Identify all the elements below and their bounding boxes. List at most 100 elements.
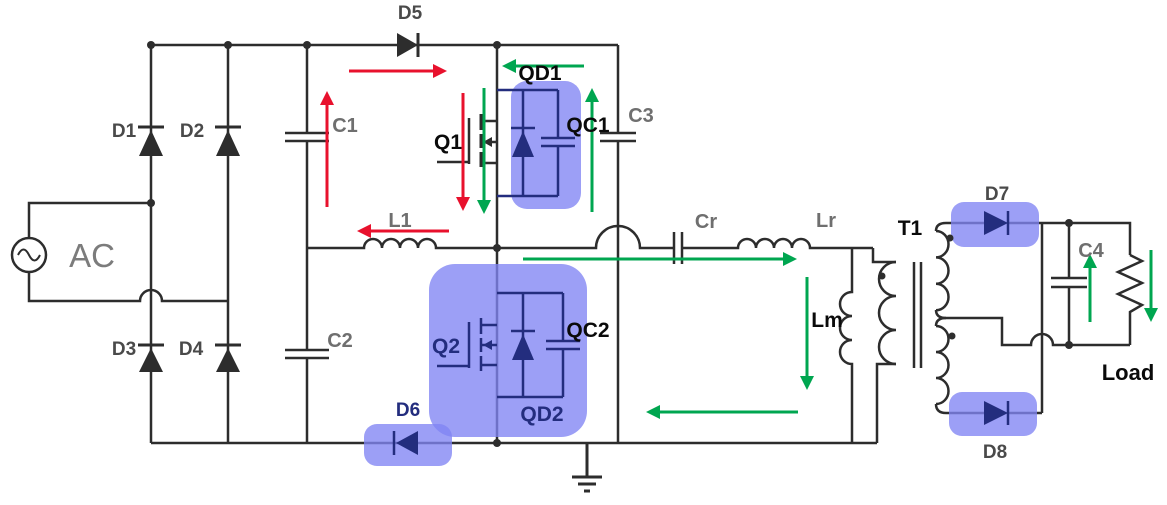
green-arrow-up-c4	[1083, 254, 1097, 322]
d6-label: D6	[396, 400, 420, 421]
node-dot	[147, 199, 155, 207]
diode-d2	[215, 125, 241, 156]
output-top-wire	[1008, 221, 1132, 255]
q1-body-arrow	[483, 137, 492, 147]
qd1-label: QD1	[518, 62, 562, 85]
lm-label: Lm	[811, 309, 843, 332]
red-arrow-down-q1	[456, 93, 470, 211]
mid-rail-right	[682, 237, 873, 250]
load-label: Load	[1102, 360, 1155, 385]
node-dot	[493, 439, 501, 447]
diode-d8	[984, 401, 1010, 425]
t1-label: T1	[898, 217, 923, 240]
c3-plates	[600, 131, 636, 143]
d4-triangle	[216, 348, 240, 372]
body-diode-qd2	[497, 291, 580, 399]
ground-symbol	[572, 443, 602, 493]
c4-plates	[1051, 276, 1087, 289]
cr-label: Cr	[695, 211, 717, 233]
d7-label: D7	[985, 184, 1009, 205]
mid-rail-left	[307, 224, 674, 250]
highlight-q2	[429, 264, 587, 437]
diode-d4	[215, 343, 241, 372]
ground-icon	[572, 443, 602, 493]
qd2-label: QD2	[520, 403, 563, 426]
green-arrow-left-return	[646, 405, 798, 419]
d5-label: D5	[398, 3, 423, 24]
lr-label: Lr	[816, 210, 836, 232]
green-arrow-down-lm	[800, 277, 814, 390]
q2-label: Q2	[432, 335, 460, 358]
secondary-top-polarity-dot	[946, 234, 954, 242]
node-dot	[147, 41, 155, 49]
diode-d7	[984, 211, 1010, 235]
q2-gate	[437, 322, 471, 368]
primary-top-lead	[871, 248, 896, 264]
d2-triangle	[216, 130, 240, 156]
d8-triangle	[984, 401, 1008, 425]
secondary-bottom-winding	[935, 324, 950, 406]
red-arrow-up-c1	[320, 91, 334, 207]
secondary-top-lead	[934, 221, 984, 232]
node-dot	[493, 41, 501, 49]
diode-d1	[138, 125, 164, 156]
load-resistor	[1114, 253, 1146, 345]
ac-top-lead	[27, 201, 151, 238]
d3-triangle	[139, 348, 163, 372]
d4-label: D4	[179, 339, 204, 360]
c2-plates	[285, 348, 329, 360]
node-dot	[303, 41, 311, 49]
d2-label: D2	[180, 121, 204, 142]
node-dot	[224, 41, 232, 49]
d5-triangle	[397, 33, 418, 57]
center-tap-wire	[934, 309, 1130, 347]
c4-label: C4	[1078, 240, 1104, 262]
q1-label: Q1	[434, 131, 462, 154]
primary-bottom-lead	[875, 362, 896, 443]
green-arrow-right-resonant	[523, 252, 797, 266]
c1-plates	[285, 131, 329, 143]
primary-winding	[877, 260, 897, 366]
primary-polarity-dot	[878, 272, 886, 280]
qc1-label: QC1	[566, 114, 610, 137]
d1-triangle	[139, 130, 163, 156]
secondary-bottom-tap-lead	[934, 316, 947, 327]
red-current-arrows	[320, 64, 470, 238]
qc2-label: QC2	[566, 319, 609, 342]
d6-triangle	[396, 431, 418, 455]
c3-label: C3	[628, 105, 654, 127]
green-arrow-left-qd1-top	[502, 59, 584, 73]
d1-label: D1	[112, 121, 137, 142]
node-dot	[493, 244, 501, 252]
q2-body-arrow	[483, 340, 492, 350]
green-arrow-down-load	[1144, 250, 1158, 322]
lm-winding	[838, 248, 854, 443]
transformer-core	[912, 262, 923, 368]
secondary-bottom-lead	[934, 403, 984, 415]
node-dot	[1065, 341, 1073, 349]
qc2-plates	[546, 339, 580, 351]
green-current-arrows	[477, 59, 1158, 419]
sine-wave-icon	[17, 248, 41, 262]
d8-label: D8	[983, 442, 1007, 463]
secondary-bottom-polarity-dot	[948, 332, 956, 340]
red-arrow-right-top	[349, 64, 447, 78]
diode-d6	[392, 431, 418, 455]
qd1-triangle	[512, 131, 534, 157]
ac-label: AC	[69, 237, 115, 274]
secondary-top-winding	[935, 229, 950, 312]
mosfet-q2	[437, 318, 497, 371]
c2-label: C2	[327, 330, 353, 352]
diode-d5	[397, 33, 420, 57]
ac-source-icon	[10, 236, 48, 274]
l1-label: L1	[388, 210, 411, 232]
red-arrow-left-l1	[357, 224, 449, 238]
d7-triangle	[984, 211, 1008, 235]
body-diode-qd1	[497, 88, 575, 198]
qd1-connectors	[497, 88, 558, 198]
diode-d3	[138, 343, 164, 372]
qd2-triangle	[512, 334, 534, 360]
green-arrow-up-qc1	[585, 88, 599, 212]
